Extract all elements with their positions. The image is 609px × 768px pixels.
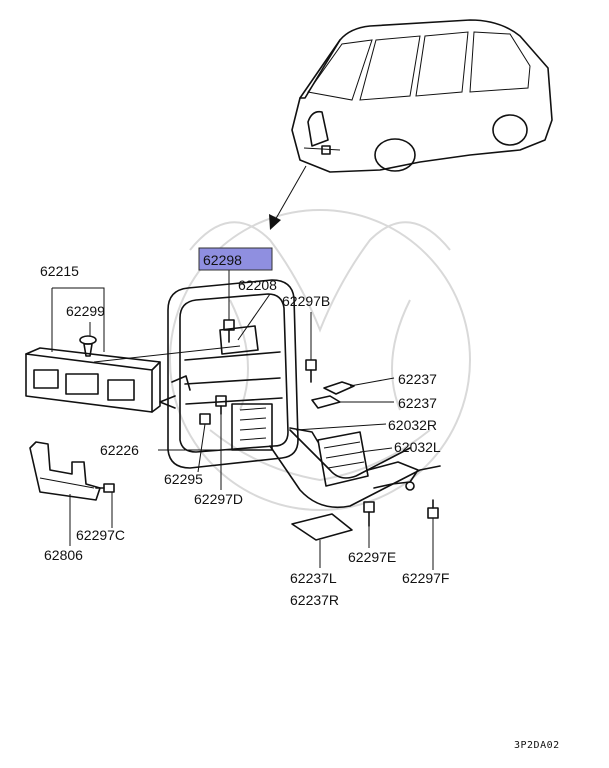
label-62237-upper[interactable]: 62237 — [398, 371, 437, 387]
bolt-62297C-icon — [95, 483, 115, 493]
spare-tire-carrier-frame — [159, 279, 441, 509]
label-62299[interactable]: 62299 — [66, 303, 105, 319]
label-62237L[interactable]: 62237L — [290, 570, 337, 586]
bracket-62237LR — [291, 513, 353, 541]
bolt-62297E-icon — [363, 501, 375, 527]
bolt-icons — [79, 319, 439, 527]
figure-code: 3P2DA02 — [514, 740, 560, 751]
bolt-62297F-icon — [427, 499, 439, 519]
bolt-62295-icon — [199, 413, 211, 425]
label-62208[interactable]: 62208 — [238, 277, 277, 293]
label-62237-lower[interactable]: 62237 — [398, 395, 437, 411]
label-62298[interactable]: 62298 — [203, 252, 242, 268]
bolt-62297D-icon — [215, 395, 227, 415]
label-62297C[interactable]: 62297C — [76, 527, 125, 543]
label-62032R[interactable]: 62032R — [388, 417, 437, 433]
step-bar-62215 — [25, 347, 161, 413]
label-62297D[interactable]: 62297D — [194, 491, 243, 507]
bolt-62298-icon — [223, 319, 235, 343]
bolt-62299-icon — [79, 335, 97, 357]
label-62297B[interactable]: 62297B — [282, 293, 330, 309]
label-62297F[interactable]: 62297F — [402, 570, 449, 586]
bracket-62806 — [29, 441, 101, 501]
watermark-emblem — [169, 209, 471, 511]
van-illustration — [291, 19, 553, 173]
label-62806[interactable]: 62806 — [44, 547, 83, 563]
pointer-arrow — [269, 165, 307, 230]
label-62295[interactable]: 62295 — [164, 471, 203, 487]
highlight-box — [198, 247, 273, 271]
clip-62237 — [311, 381, 355, 409]
label-62215[interactable]: 62215 — [40, 263, 79, 279]
label-62226[interactable]: 62226 — [100, 442, 139, 458]
leader-lines — [51, 270, 434, 570]
bolt-62297B-icon — [305, 359, 317, 383]
label-62237R[interactable]: 62237R — [290, 592, 339, 608]
bracket-62032 — [317, 431, 419, 491]
label-62032L[interactable]: 62032L — [394, 439, 441, 455]
label-62297E[interactable]: 62297E — [348, 549, 396, 565]
